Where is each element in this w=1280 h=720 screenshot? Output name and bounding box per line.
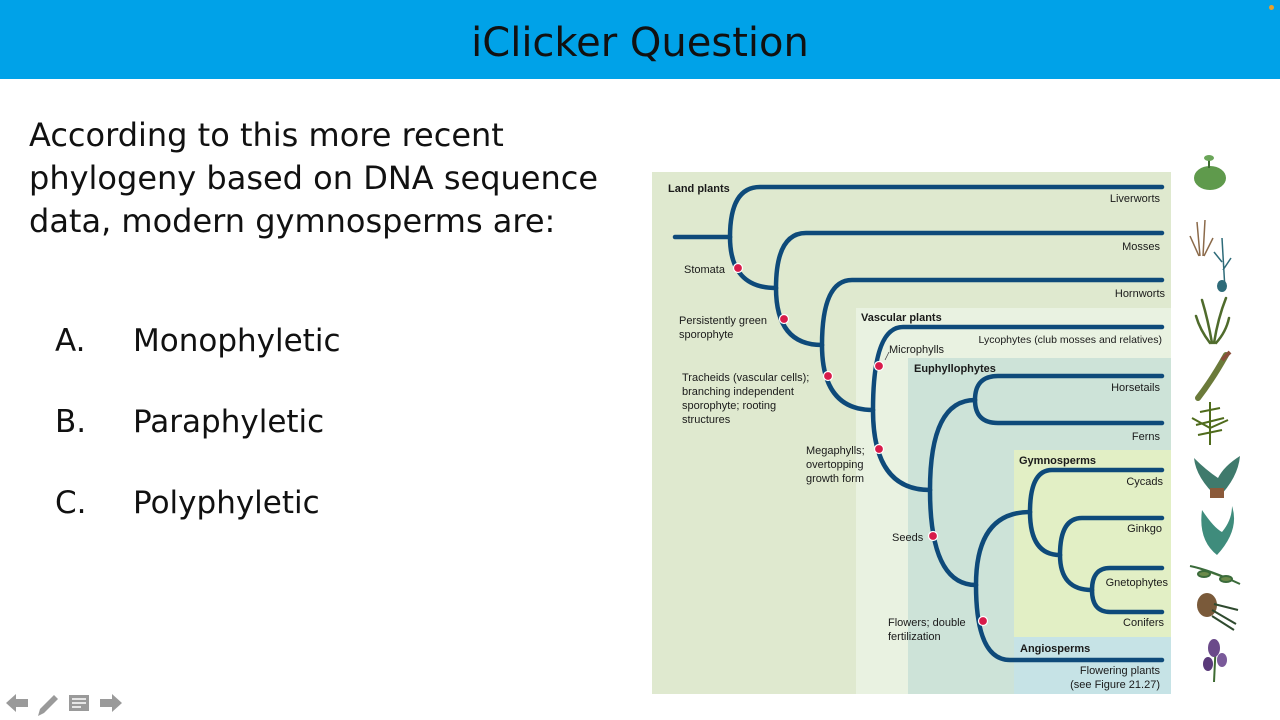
taxon-flowering-plants: Flowering plants (1080, 665, 1161, 677)
question-line: According to this more recent (29, 116, 504, 154)
branch-ginkgo (1057, 515, 1165, 558)
clade-vascular-plants: Vascular plants (861, 312, 942, 324)
trait-dot-tracheids (822, 370, 834, 382)
trait-tracheids-1: Tracheids (vascular cells); (682, 372, 809, 384)
gymnosperms-region (1014, 450, 1171, 637)
cycad-icon (1201, 506, 1235, 555)
branch-gnetophyte-node (1057, 552, 1095, 593)
taxon-lycophytes: Lycophytes (club mosses and relatives) (979, 334, 1162, 346)
question-text: According to this more recent phylogeny … (29, 114, 619, 243)
option-b: B. Paraphyletic (55, 404, 324, 440)
slide-title: iClicker Question (471, 20, 809, 66)
trait-tracheids-4: structures (682, 414, 731, 426)
trait-flowers-1: Flowers; double (888, 617, 966, 629)
plant-illustrations (1189, 155, 1241, 683)
branch-gymno-node (973, 509, 1033, 588)
branch-liverworts (727, 184, 1165, 240)
trait-dot-flowers (977, 615, 989, 627)
taxon-ferns: Ferns (1132, 431, 1161, 443)
branch-conifers (1089, 587, 1165, 615)
option-a: A. Monophyletic (55, 323, 341, 359)
lycophyte-icon (1195, 350, 1232, 401)
taxon-conifers: Conifers (1123, 617, 1164, 629)
option-letter: A. (55, 323, 86, 359)
clade-gymnosperms: Gymnosperms (1019, 455, 1096, 467)
trait-dot-megaphylls (873, 443, 885, 455)
trait-tracheids-2: branching independent (682, 386, 794, 398)
option-text: Polyphyletic (133, 485, 320, 521)
trait-green-1: Persistently green (679, 315, 767, 327)
clade-angiosperms: Angiosperms (1020, 643, 1090, 655)
trait-stomata: Stomata (684, 264, 726, 276)
notes-icon[interactable] (66, 690, 92, 716)
trait-dot-seeds (927, 530, 939, 542)
conifer-icon (1197, 593, 1239, 631)
trait-seeds: Seeds (892, 532, 924, 544)
title-banner: iClicker Question (0, 0, 1280, 79)
option-letter: C. (55, 485, 87, 521)
trait-microphylls: Microphylls (889, 344, 945, 356)
horsetail-icon (1191, 402, 1229, 445)
branch-hornworts (819, 277, 1165, 348)
clade-land-plants: Land plants (668, 183, 730, 195)
taxon-mosses: Mosses (1122, 241, 1160, 253)
phylogeny-diagram: Land plants Vascular plants Euphyllophyt… (652, 172, 1171, 694)
taxon-ginkgo: Ginkgo (1127, 523, 1162, 535)
corner-dot (1269, 5, 1274, 10)
taxon-gnetophytes: Gnetophytes (1106, 577, 1169, 589)
question-line: data, modern gymnosperms are: (29, 202, 556, 240)
pen-icon[interactable] (34, 690, 62, 718)
trait-green-2: sporophyte (679, 329, 733, 341)
question-line: phylogeny based on DNA sequence (29, 159, 599, 197)
taxon-flowering-ref: (see Figure 21.27) (1070, 679, 1160, 691)
flower-icon (1203, 639, 1227, 683)
branch-mosses (773, 230, 1165, 291)
branch-ferns-node (927, 397, 978, 493)
trait-megaphylls-1: Megaphylls; (806, 445, 865, 457)
branch-angiosperms (973, 582, 1165, 663)
branch-gnetophytes (1089, 565, 1165, 593)
ginkgo-icon (1189, 565, 1241, 585)
fern-icon (1194, 456, 1240, 498)
clade-euphyllophytes: Euphyllophytes (914, 363, 996, 375)
microphylls-leader (884, 351, 890, 361)
trait-megaphylls-3: growth form (806, 473, 864, 485)
arrow-right-icon[interactable] (98, 690, 124, 716)
branch-hornworts-node (773, 285, 825, 348)
branch-horsetails (972, 373, 1165, 403)
arrow-left-icon[interactable] (4, 690, 30, 716)
branch-cycads (1027, 467, 1165, 515)
taxon-hornworts: Hornworts (1115, 288, 1166, 300)
liverwort-icon (1194, 155, 1226, 190)
taxon-liverworts: Liverworts (1110, 193, 1161, 205)
hornwort-icon (1194, 296, 1231, 345)
branch-ginkgo-node (1027, 509, 1063, 558)
trait-dot-green-sporophyte (778, 313, 790, 325)
option-letter: B. (55, 404, 87, 440)
branch-vascular-node (819, 342, 876, 413)
trait-dot-stomata (732, 262, 744, 274)
taxon-cycads: Cycads (1126, 476, 1163, 488)
option-text: Monophyletic (133, 323, 341, 359)
option-c: C. Polyphyletic (55, 485, 320, 521)
trait-flowers-2: fertilization (888, 631, 941, 643)
trait-megaphylls-2: overtopping (806, 459, 864, 471)
taxon-horsetails: Horsetails (1111, 382, 1160, 394)
branch-euphyllophyte-node (870, 407, 933, 493)
branch-ferns (972, 397, 1165, 426)
moss-icon (1189, 219, 1232, 292)
option-text: Paraphyletic (133, 404, 325, 440)
trait-tracheids-3: sporophyte; rooting (682, 400, 776, 412)
branch-lycophytes (870, 324, 1165, 413)
angiosperms-region (1014, 637, 1171, 694)
trait-dot-microphylls (873, 360, 885, 372)
branch-mosses-node (727, 234, 779, 291)
branch-seed-node (927, 487, 979, 588)
